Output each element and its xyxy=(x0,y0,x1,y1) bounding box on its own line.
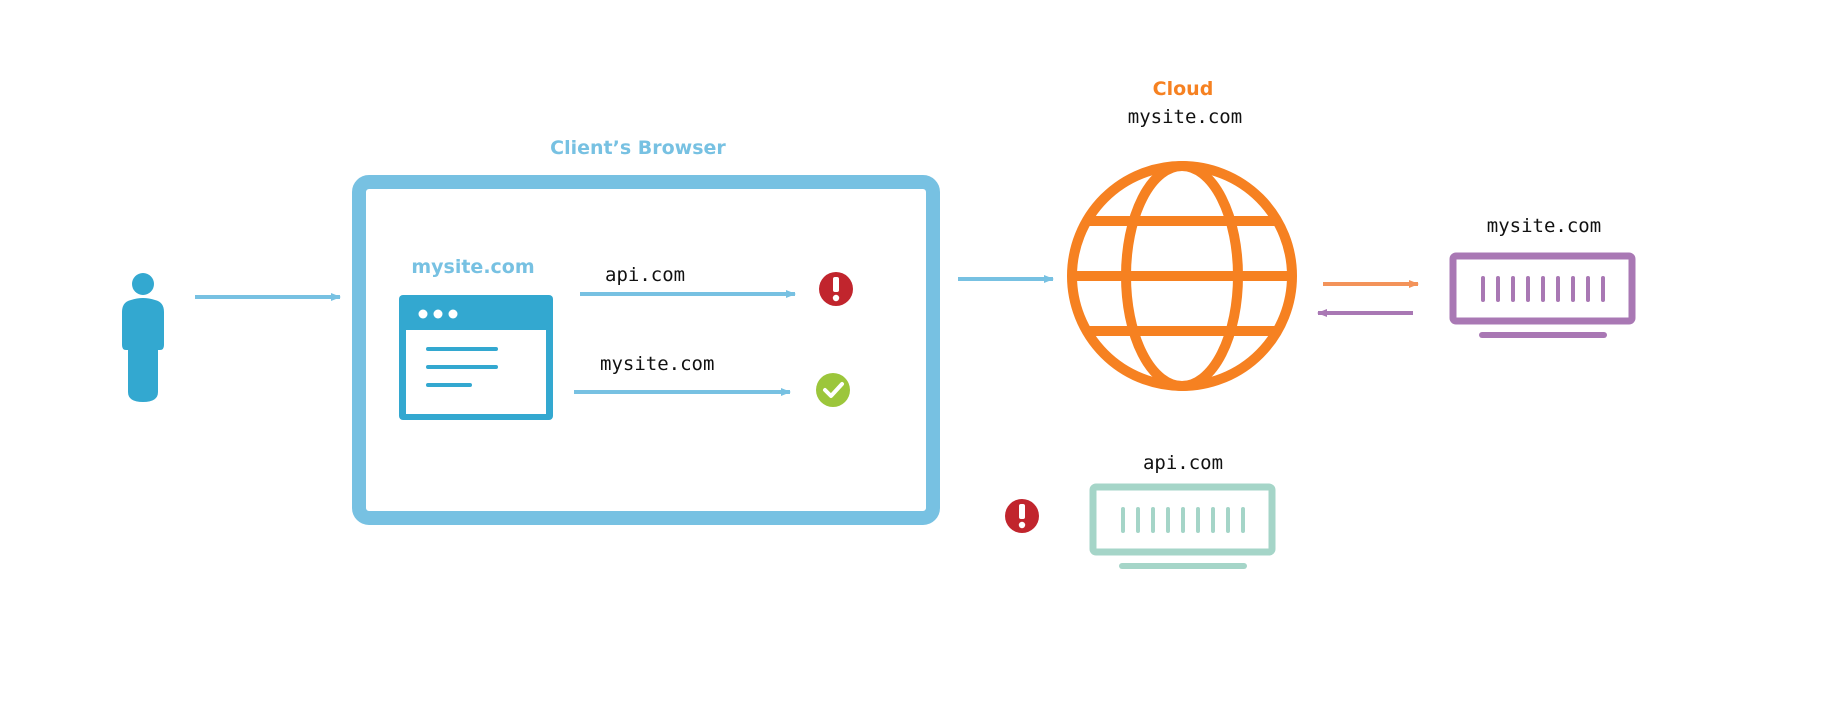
server-icon xyxy=(1449,252,1636,338)
error-exclamation-icon xyxy=(819,272,853,306)
browser-window-icon xyxy=(399,295,553,420)
server-mysite-label: mysite.com xyxy=(1487,215,1601,237)
cloud-title: Cloud xyxy=(1153,78,1214,100)
checkmark-icon xyxy=(816,373,850,407)
person-icon xyxy=(122,273,164,402)
request-mysite-label: mysite.com xyxy=(600,353,714,375)
request-api-label: api.com xyxy=(605,264,685,286)
server-api-label: api.com xyxy=(1143,452,1223,474)
window-label: mysite.com xyxy=(411,256,534,278)
browser-frame xyxy=(352,175,940,525)
browser-title: Client’s Browser xyxy=(550,137,726,159)
globe-icon xyxy=(1067,161,1297,391)
server-icon xyxy=(1089,483,1276,569)
cloud-domain: mysite.com xyxy=(1128,106,1242,128)
error-exclamation-icon xyxy=(1005,499,1039,533)
